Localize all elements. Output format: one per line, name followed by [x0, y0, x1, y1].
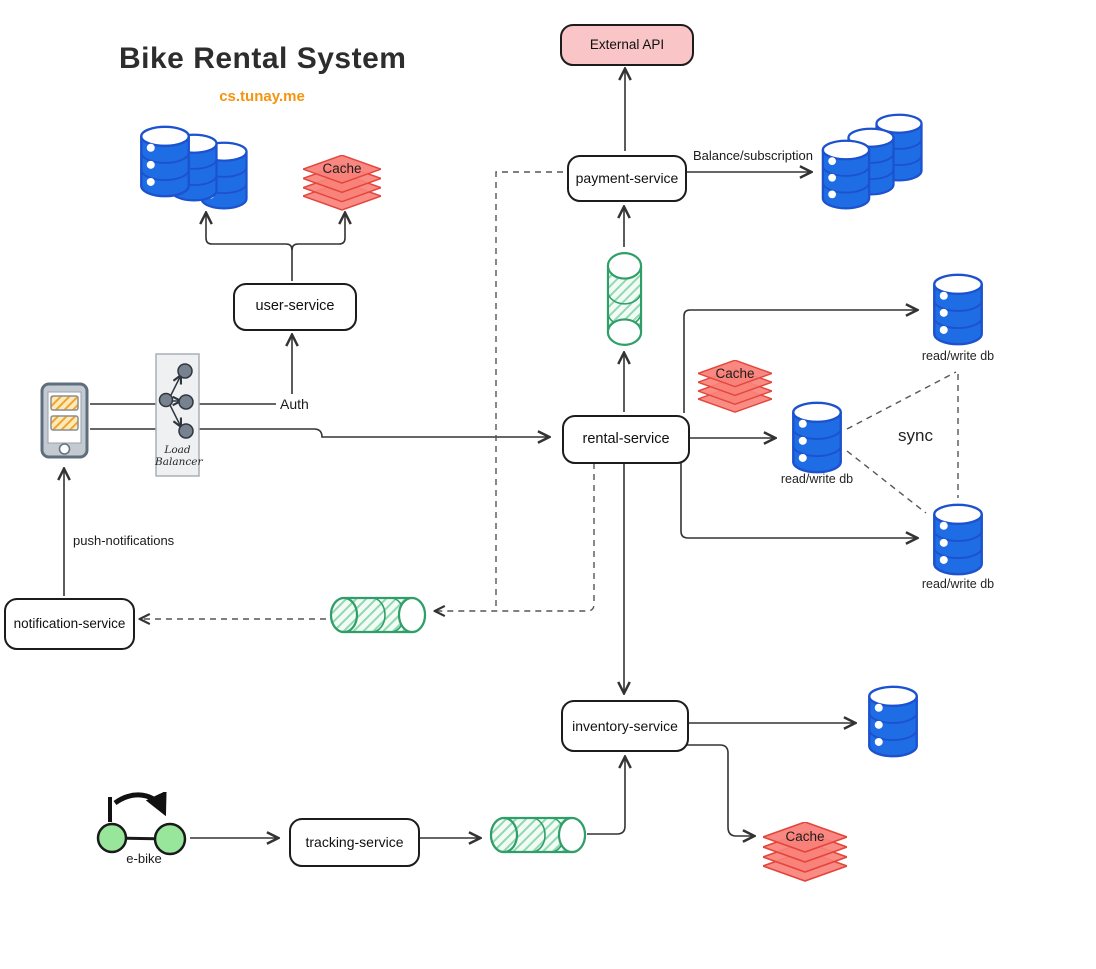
edge-user-to-db: [206, 214, 293, 281]
node-label: rental-service: [582, 430, 670, 447]
edge-user-to-cache: [291, 214, 345, 251]
db-cluster-users[interactable]: [137, 124, 257, 214]
edge-payment-dashed: [495, 171, 563, 611]
e-bike-icon[interactable]: [93, 792, 193, 856]
edge-sync-top: [846, 371, 957, 430]
node-payment-service[interactable]: payment-service: [567, 155, 687, 202]
node-label: External API: [589, 36, 665, 52]
queue-icon-payment[interactable]: [606, 250, 643, 348]
cache-label: Cache: [715, 366, 755, 381]
load-balancer-icon[interactable]: [155, 353, 200, 477]
node-label: user-service: [255, 298, 335, 315]
database-icon: [137, 124, 193, 200]
edge-label-push-notifications: push-notifications: [73, 533, 175, 548]
node-external-api[interactable]: External API: [560, 24, 694, 66]
db-cluster-payment[interactable]: [818, 112, 933, 212]
page-title: Bike Rental System: [119, 42, 407, 75]
edge-rental-dashed-to-queue: [436, 463, 595, 611]
node-label: notification-service: [13, 615, 126, 631]
cache-label: Cache: [785, 829, 825, 844]
edge-trackqueue-to-inventory: [587, 758, 625, 835]
load-balancer-label: Load Balancer: [155, 444, 203, 469]
dashed-connectors: [141, 171, 959, 619]
edge-inventory-to-cache: [686, 744, 753, 836]
read-write-db-label: read/write db: [921, 349, 995, 363]
watermark: cs.tunay.me: [219, 88, 305, 105]
node-label: inventory-service: [572, 717, 678, 734]
queue-icon-notification[interactable]: [328, 596, 428, 634]
edge-rental-to-bottomdb: [680, 460, 916, 538]
edge-label-balance-subscription: Balance/subscription: [693, 148, 813, 163]
node-tracking-service[interactable]: tracking-service: [289, 818, 420, 867]
node-inventory-service[interactable]: inventory-service: [561, 700, 689, 752]
read-write-db-label: read/write db: [780, 472, 854, 486]
database-icon-readwrite-bottom[interactable]: [928, 502, 988, 578]
database-icon-inventory[interactable]: [863, 684, 923, 760]
phone-icon[interactable]: [40, 382, 90, 460]
edge-sync-bottom: [846, 450, 927, 514]
database-icon: [818, 138, 874, 212]
node-label: tracking-service: [305, 834, 404, 851]
database-icon-readwrite-top[interactable]: [928, 272, 988, 348]
edge-label-auth: Auth: [280, 396, 309, 412]
node-label: payment-service: [575, 170, 679, 187]
connectors: [64, 70, 916, 838]
node-notification-service[interactable]: notification-service: [4, 598, 135, 650]
read-write-db-label: read/write db: [921, 577, 995, 591]
e-bike-label: e-bike: [126, 851, 162, 866]
edge-phone-to-rental: [90, 428, 548, 437]
node-rental-service[interactable]: rental-service: [562, 415, 690, 464]
queue-icon-tracking[interactable]: [488, 816, 588, 854]
edge-label-sync: sync: [898, 426, 933, 445]
node-user-service[interactable]: user-service: [233, 283, 357, 331]
cache-label: Cache: [322, 161, 362, 176]
edge-rental-to-topdb: [683, 310, 916, 413]
database-icon-readwrite-mid[interactable]: [787, 400, 847, 476]
